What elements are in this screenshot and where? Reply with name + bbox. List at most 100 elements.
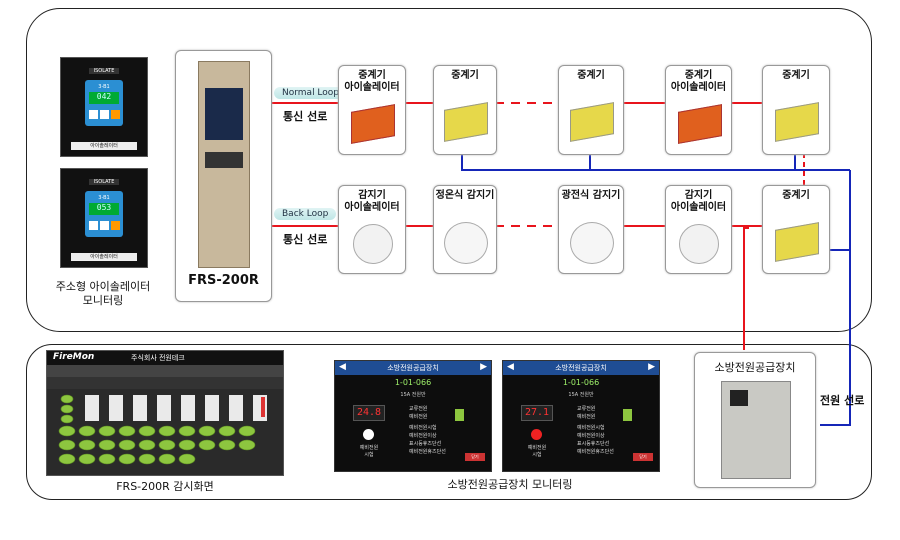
comm-line-label-1: 통신 선로 <box>283 110 328 123</box>
device-label: 중계기 <box>577 70 605 81</box>
psu-title-bar: ◀ 소방전원공급장치 ▶ <box>335 361 491 375</box>
psu-code: 1-01-066 <box>562 378 600 387</box>
psu-monitor-caption: 소방전원공급장치 모니터링 <box>447 478 573 491</box>
relay-module-icon <box>775 222 819 262</box>
detector-base-icon <box>679 224 719 264</box>
relay-module-icon <box>444 102 488 142</box>
cabinet-label: FRS-200R <box>188 273 259 288</box>
psu-status-list: 교류전원 예비전원 예비전원시험 예비전원이상 표시등휴즈단선 예비전원휴즈단선 <box>409 405 446 456</box>
psu-monitor-1: ◀ 소방전원공급장치 ▶ 1-01-066 15A 전원반 24.8 예비전원 … <box>334 360 492 472</box>
isolator-monitor-caption: 주소형 아이솔레이터 모니터링 <box>55 280 151 307</box>
isolator-module-icon <box>678 104 722 144</box>
relay-2: 중계기 <box>558 65 624 155</box>
isolator-label: 아이솔레이터 <box>71 253 137 261</box>
close-button[interactable]: 닫기 <box>465 453 485 461</box>
device-label: 정온식 감지기 <box>435 190 495 201</box>
psu-title: 소방전원공급장치 <box>387 364 439 372</box>
relay-3: 중계기 <box>762 65 830 155</box>
isolator-monitor-1: ISOLATE 3-B1 042 아이솔레이터 <box>60 57 148 157</box>
detector-isolator-2: 감지기 아이솔레이터 <box>665 185 732 274</box>
heat-detector: 정온식 감지기 <box>433 185 497 274</box>
detector-isolator-1: 감지기 아이솔레이터 <box>338 185 406 274</box>
psu-status-list: 교류전원 예비전원 예비전원시험 예비전원이상 표시등휴즈단선 예비전원휴즈단선 <box>577 405 614 456</box>
isolator-label: 아이솔레이터 <box>71 142 137 150</box>
device-label: 중계기 <box>451 70 479 81</box>
device-label: 감지기 아이솔레이터 <box>670 190 727 213</box>
relay-isolator-1: 중계기 아이솔레이터 <box>338 65 406 155</box>
right-arrow-icon <box>100 110 109 119</box>
relay-1: 중계기 <box>433 65 497 155</box>
prev-arrow-icon[interactable]: ◀ <box>507 362 514 372</box>
cabinet-icon <box>198 61 250 268</box>
prev-arrow-icon[interactable]: ◀ <box>339 362 346 372</box>
isolator-module-icon <box>351 104 395 144</box>
status-icon <box>111 221 120 230</box>
smoke-detector-icon <box>570 222 614 264</box>
smoke-detector: 광전식 감지기 <box>558 185 624 274</box>
psu-voltage: 27.1 <box>521 405 553 421</box>
psu-voltage: 24.8 <box>353 405 385 421</box>
frs200r-cabinet-box: FRS-200R <box>175 50 272 302</box>
psu-display <box>730 390 748 406</box>
node-grid-svg <box>58 394 267 465</box>
status-item: 예비전원시험 <box>409 425 437 431</box>
next-arrow-icon[interactable]: ▶ <box>480 362 487 372</box>
cabinet-screen <box>205 88 243 140</box>
relay-module-icon <box>570 102 614 142</box>
psu-title-bar: ◀ 소방전원공급장치 ▶ <box>503 361 659 375</box>
psu-monitor-2: ◀ 소방전원공급장치 ▶ 1-01-066 15A 전원반 27.1 예비전원 … <box>502 360 660 472</box>
status-item: 예비전원이상 <box>409 433 437 439</box>
firemon-caption: FRS-200R 감시화면 <box>116 480 214 493</box>
psu-code: 1-01-066 <box>394 378 432 387</box>
test-button-label: 예비전원 시험 <box>527 445 547 458</box>
firemon-header: FireMon 주식회사 전원테크 <box>47 351 283 365</box>
back-loop-tag: Back Loop <box>274 208 337 220</box>
test-button-icon[interactable] <box>531 429 542 440</box>
status-item: 예비전원 <box>577 414 596 420</box>
ac-power-indicator <box>623 409 632 421</box>
firemon-logo: FireMon <box>53 352 95 362</box>
relay-isolator-2: 중계기 아이솔레이터 <box>665 65 732 155</box>
isolate-title: ISOLATE <box>89 179 119 185</box>
status-item: 표시등휴즈단선 <box>409 441 442 447</box>
psu-rating: 15A 전원반 <box>400 392 426 398</box>
next-arrow-icon[interactable]: ▶ <box>648 362 655 372</box>
isolator-code: 3-B1 <box>98 84 110 90</box>
isolator-monitor-2: ISOLATE 3-B1 053 아이솔레이터 <box>60 168 148 268</box>
ac-power-indicator <box>455 409 464 421</box>
status-item: 표시등휴즈단선 <box>577 441 610 447</box>
comm-line-label-2: 통신 선로 <box>283 233 328 246</box>
firemon-screen: FireMon 주식회사 전원테크 <box>46 350 284 476</box>
device-label: 광전식 감지기 <box>561 190 621 201</box>
isolate-title: ISOLATE <box>89 68 119 74</box>
device-label: 감지기 아이솔레이터 <box>344 190 400 213</box>
psu-device-label: 소방전원공급장치 <box>714 361 796 374</box>
cabinet-panel <box>205 152 243 168</box>
power-line-label: 전원 선로 <box>820 394 865 407</box>
close-button[interactable]: 닫기 <box>633 453 653 461</box>
relay-module-icon <box>775 102 819 142</box>
firemon-toolbar <box>47 365 283 377</box>
status-item: 예비전원휴즈단선 <box>577 449 614 455</box>
left-arrow-icon <box>89 110 98 119</box>
detector-base-icon <box>353 224 393 264</box>
device-label: 중계기 아이솔레이터 <box>344 70 400 93</box>
status-item: 예비전원 <box>409 414 428 420</box>
test-button-label: 예비전원 시험 <box>359 445 379 458</box>
test-button-icon[interactable] <box>363 429 374 440</box>
monitoring-panel <box>26 344 872 500</box>
psu-device-box: 소방전원공급장치 <box>694 352 816 488</box>
firemon-company: 주식회사 전원테크 <box>131 354 185 362</box>
right-arrow-icon <box>100 221 109 230</box>
status-item: 교류전원 <box>409 406 428 412</box>
isolator-code: 3-B1 <box>98 195 110 201</box>
psu-cabinet-icon <box>721 381 791 479</box>
firemon-filter-bar <box>47 377 283 389</box>
status-item: 예비전원이상 <box>577 433 605 439</box>
isolator-screen: 3-B1 042 <box>85 80 123 126</box>
psu-title: 소방전원공급장치 <box>555 364 607 372</box>
relay-4: 중계기 <box>762 185 830 274</box>
status-item: 교류전원 <box>577 406 596 412</box>
status-icon <box>111 110 120 119</box>
